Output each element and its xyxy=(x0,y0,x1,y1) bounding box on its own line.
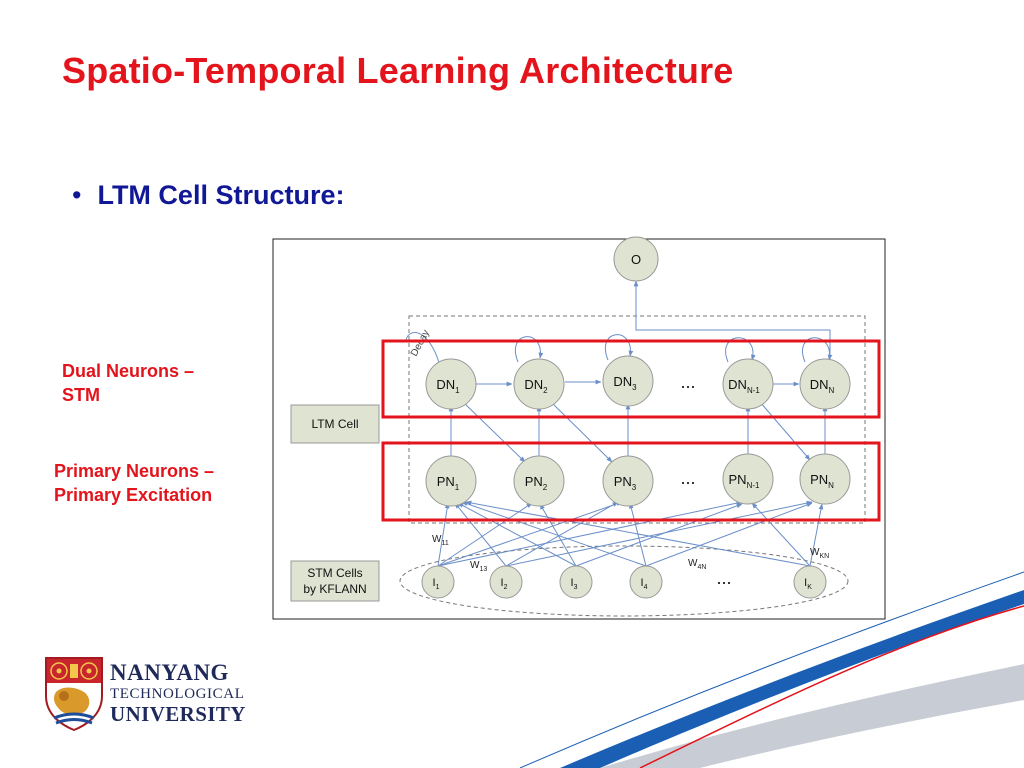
dnn-self-loop xyxy=(802,337,833,363)
stm-cells-box: STM Cells by KFLANN xyxy=(290,560,380,602)
i1-to-pn3-connection xyxy=(437,501,623,567)
primary-node-n-1: PNN-1 xyxy=(722,453,774,505)
weight-label-w4n: W4N xyxy=(688,558,706,571)
stm-label-line1: STM Cells xyxy=(307,566,362,580)
dnn1-self-loop xyxy=(725,337,756,363)
primary-node-n: PNN xyxy=(799,453,851,505)
svg-text:I3: I3 xyxy=(571,577,578,591)
i3-to-pnn1-connection xyxy=(575,503,743,567)
output-node: O xyxy=(613,236,659,282)
output-node-label: O xyxy=(631,252,641,267)
primary-node-1: PN1 xyxy=(425,455,477,507)
ik-to-pnn1-connection xyxy=(751,502,811,567)
svg-text:DN2: DN2 xyxy=(524,377,548,395)
ltm-cell-label: LTM Cell xyxy=(311,417,358,431)
ik-to-pnn-connection xyxy=(809,503,824,567)
primary-node-3: PN3 xyxy=(602,455,654,507)
input-node-1: I1 xyxy=(421,565,455,599)
blue-swoosh-line xyxy=(519,571,1024,768)
svg-text:PN2: PN2 xyxy=(525,474,548,492)
dn3-self-loop xyxy=(605,334,634,361)
ntu-logo-line2: TECHNOLOGICAL xyxy=(110,686,245,702)
input-ellipsis: ... xyxy=(716,568,731,588)
svg-text:PN3: PN3 xyxy=(614,474,637,492)
dual-neurons-label: Dual Neurons – STM xyxy=(62,361,195,405)
input-node-2: I2 xyxy=(489,565,523,599)
ltm-dashed-region xyxy=(408,315,866,524)
dual-node-1: DN1 xyxy=(425,358,477,410)
ntu-logo-line1: NANYANG xyxy=(110,660,229,685)
slide-title: Spatio-Temporal Learning Architecture xyxy=(62,50,734,91)
svg-text:DNN-1: DNN-1 xyxy=(728,377,760,395)
blue-swoosh xyxy=(560,590,1024,768)
crest-icon xyxy=(45,657,103,732)
dn2-self-loop xyxy=(515,336,544,363)
ltm-cell-box: LTM Cell xyxy=(290,404,380,444)
svg-text:DNN: DNN xyxy=(810,377,835,395)
primary-neurons-label: Primary Neurons – Primary Excitation xyxy=(54,461,215,505)
i4-to-pn1-connection xyxy=(461,501,647,567)
dn1-to-pn2-connection xyxy=(462,401,526,463)
primary-node-2: PN2 xyxy=(513,455,565,507)
input-node-3: I3 xyxy=(559,565,593,599)
svg-text:I4: I4 xyxy=(641,577,648,591)
stm-dashed-ellipse xyxy=(399,545,849,617)
dual-node-n: DNN xyxy=(799,358,851,410)
bullet-item: • LTM Cell Structure: xyxy=(72,180,344,211)
decay-arrow xyxy=(405,332,441,367)
input-node-k: IK xyxy=(793,565,827,599)
dn2-to-pn3-connection xyxy=(550,401,613,463)
svg-text:PN1: PN1 xyxy=(437,474,460,492)
dual-node-n-1: DNN-1 xyxy=(722,358,774,410)
i1-to-pn2-connection xyxy=(437,502,533,567)
dual-ellipsis: ... xyxy=(680,372,695,392)
red-swoosh-line xyxy=(639,605,1024,768)
bullet-text: LTM Cell Structure: xyxy=(97,180,345,210)
svg-text:IK: IK xyxy=(804,577,812,591)
i2-to-pn3-connection xyxy=(505,501,619,567)
input-node-4: I4 xyxy=(629,565,663,599)
gray-swoosh xyxy=(600,664,1024,768)
ntu-crest-logo xyxy=(44,656,104,737)
weight-label-w11: W11 xyxy=(432,534,449,547)
ik-to-pn1-connection xyxy=(465,500,811,567)
weight-label-w13: W13 xyxy=(470,560,487,573)
ntu-logo-line3: UNIVERSITY xyxy=(110,702,246,726)
dual-node-2: DN2 xyxy=(513,358,565,410)
svg-text:I2: I2 xyxy=(501,577,508,591)
i2-to-pn1-connection xyxy=(454,502,507,567)
dnn1-to-pnn-connection xyxy=(759,401,811,461)
weight-label-wkn: WKN xyxy=(810,547,829,560)
svg-text:DN1: DN1 xyxy=(436,377,460,395)
stm-label-line2: by KFLANN xyxy=(303,582,366,596)
i1-to-pnn1-connection xyxy=(437,500,743,567)
i1-to-pn1-connection xyxy=(437,502,450,567)
svg-text:PNN: PNN xyxy=(810,472,834,490)
svg-text:DN3: DN3 xyxy=(613,374,637,392)
bullet-dot-icon: • xyxy=(72,180,82,210)
i4-to-pnn-connection xyxy=(645,502,813,567)
svg-text:PNN-1: PNN-1 xyxy=(729,472,761,490)
primary-ellipsis: ... xyxy=(680,468,695,488)
connections xyxy=(405,280,833,567)
dual-node-3: DN3 xyxy=(602,355,654,407)
svg-text:I1: I1 xyxy=(433,577,440,591)
dual-neurons-highlight xyxy=(381,339,881,419)
i3-to-pn1-connection xyxy=(457,502,577,567)
primary-neurons-highlight xyxy=(381,441,881,522)
dnn-to-output-connection xyxy=(635,288,831,360)
